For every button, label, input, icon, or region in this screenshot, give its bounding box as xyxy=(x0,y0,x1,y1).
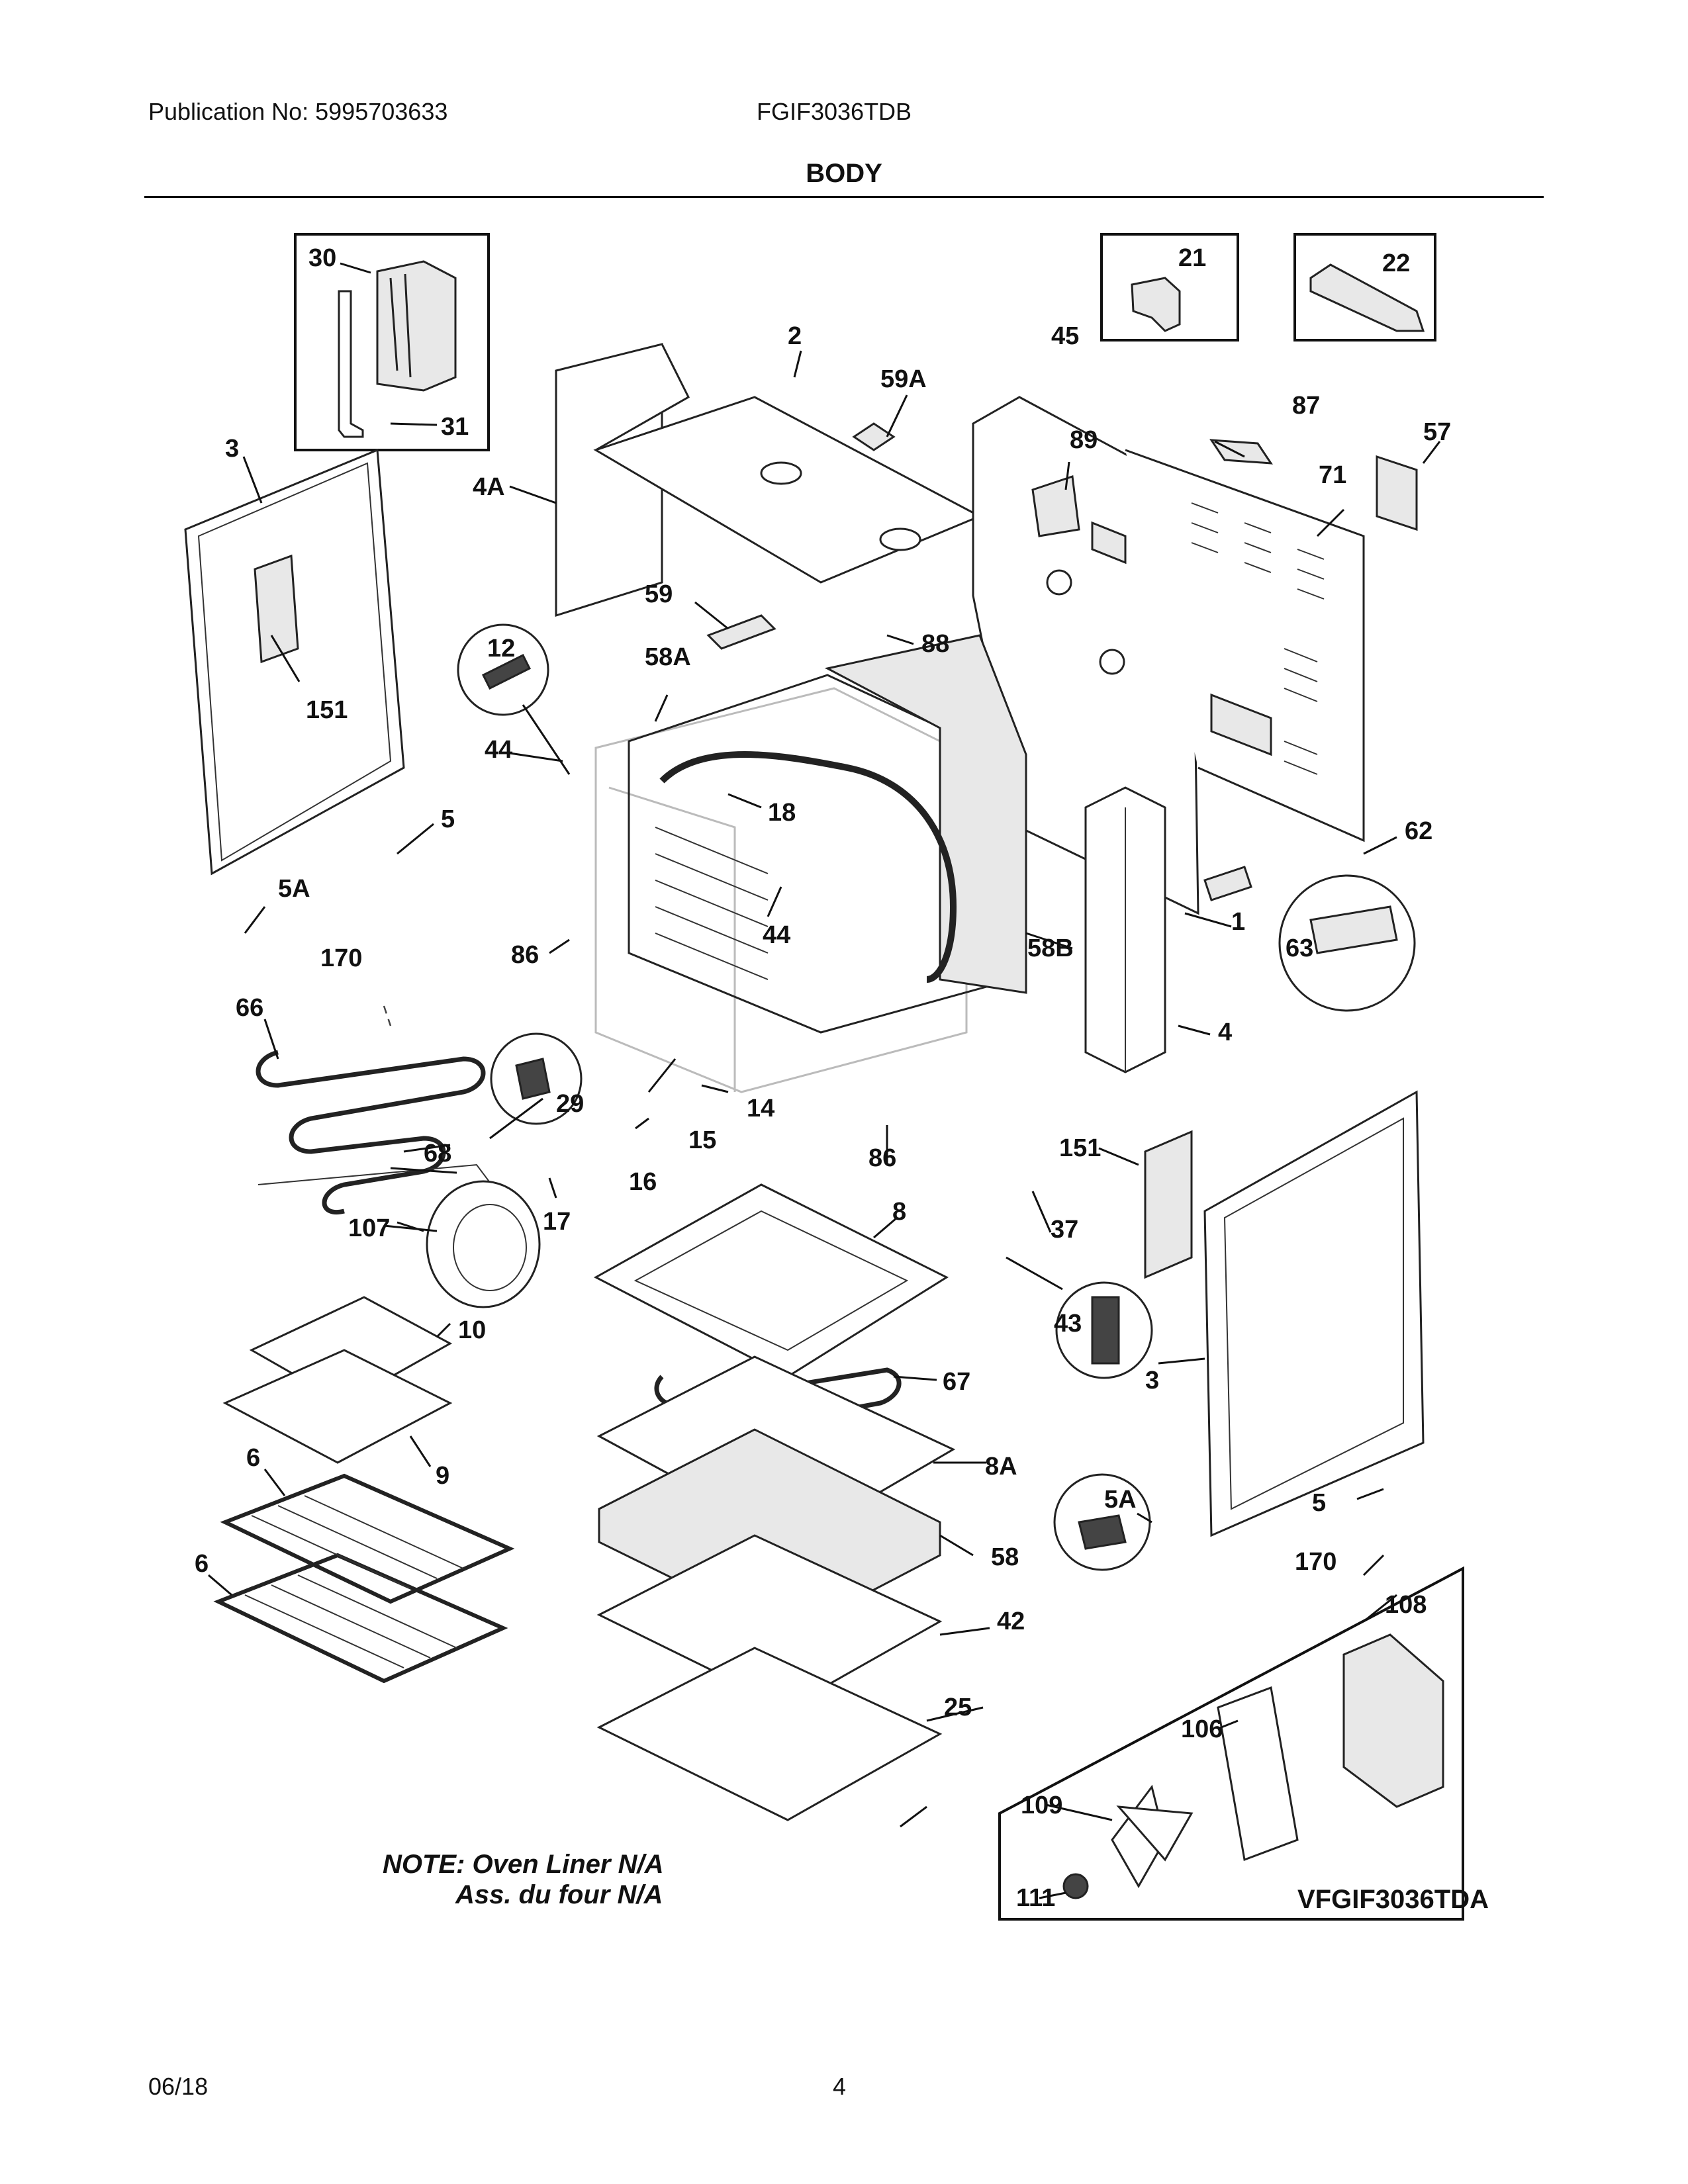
part-label: 66 xyxy=(236,994,263,1022)
part-label: 4A xyxy=(473,473,505,501)
part-label: 45 xyxy=(1051,322,1079,350)
page-number: 4 xyxy=(833,2073,847,2100)
part-label: 43 xyxy=(1054,1310,1082,1338)
part-label: 25 xyxy=(944,1694,972,1721)
part-label: 111 xyxy=(1016,1884,1055,1912)
part-label: 8 xyxy=(892,1198,906,1226)
part-label: 6 xyxy=(195,1550,209,1578)
part-label: 89 xyxy=(1070,426,1098,454)
inset-30-31 xyxy=(294,233,490,451)
oven-floor-stack xyxy=(593,1183,956,1821)
callout-62-63 xyxy=(1203,866,1416,1012)
part-label: 62 xyxy=(1405,817,1432,845)
callout-29 xyxy=(490,1032,583,1125)
part-label: 37 xyxy=(1051,1216,1078,1244)
part-label: 108 xyxy=(1385,1591,1427,1619)
part-label: 9 xyxy=(436,1462,449,1490)
part-label: 106 xyxy=(1181,1715,1223,1743)
part-label: 107 xyxy=(348,1214,390,1242)
part-label: 10 xyxy=(458,1316,486,1344)
part-label: 5A xyxy=(1104,1486,1137,1514)
right-side-trim xyxy=(1084,786,1166,1073)
inset-22 xyxy=(1293,233,1436,341)
header-rule xyxy=(144,196,1544,198)
page-title: BODY xyxy=(806,159,882,188)
part-label: 86 xyxy=(868,1144,896,1172)
part-label: 29 xyxy=(556,1090,584,1118)
part-label: 3 xyxy=(1145,1367,1159,1394)
part-label: 151 xyxy=(306,696,348,724)
part-label: 86 xyxy=(511,941,539,969)
part-label: 170 xyxy=(1295,1548,1336,1576)
part-label: 170 xyxy=(320,944,362,972)
part-label: 30 xyxy=(308,244,336,272)
part-label: 2 xyxy=(788,322,802,350)
part-label: 5 xyxy=(1312,1489,1326,1517)
part-label: 16 xyxy=(629,1168,657,1196)
part-label: 68 xyxy=(424,1140,451,1167)
part-label: 44 xyxy=(485,736,512,764)
part-label: 8A xyxy=(985,1453,1017,1480)
note-line-1: NOTE: Oven Liner N/A xyxy=(383,1850,664,1879)
part-label: 15 xyxy=(688,1126,716,1154)
part-label: 6 xyxy=(246,1444,260,1472)
part-labels: 30 31 3 4A 2 59A 21 22 45 87 89 57 71 59… xyxy=(195,244,1451,1912)
part-label: 3 xyxy=(225,435,239,463)
part-label: 63 xyxy=(1286,934,1313,962)
broil-element xyxy=(256,1005,497,1215)
oven-racks xyxy=(213,1473,515,1684)
part-label: 1 xyxy=(1231,908,1245,936)
part-label: 14 xyxy=(747,1095,774,1122)
oven-cavity xyxy=(594,634,1027,1093)
part-label: 58B xyxy=(1027,934,1074,962)
part-label: 88 xyxy=(921,630,949,658)
convection-cover xyxy=(426,1180,541,1308)
part-label: 58 xyxy=(991,1543,1019,1571)
part-label: 67 xyxy=(943,1368,970,1396)
small-parts-top-right xyxy=(1031,439,1418,537)
note-line-2: Ass. du four N/A xyxy=(455,1880,663,1909)
part-label: 17 xyxy=(543,1208,571,1236)
part-label: 12 xyxy=(487,635,515,662)
callout-12 xyxy=(457,623,549,716)
part-label: 31 xyxy=(441,413,469,441)
part-label: 87 xyxy=(1292,392,1320,420)
left-door-panel xyxy=(184,448,405,876)
back-wall xyxy=(972,396,1365,915)
callout-5A-right xyxy=(1053,1473,1151,1571)
part-label: 4 xyxy=(1218,1019,1232,1046)
part-label: 59 xyxy=(645,580,673,608)
part-label: 44 xyxy=(763,921,790,949)
inset-convection-fan xyxy=(998,1566,1464,1921)
part-label: 5A xyxy=(278,875,310,903)
callout-43 xyxy=(1055,1281,1153,1379)
broil-pan xyxy=(222,1296,453,1464)
part-label: 42 xyxy=(997,1608,1025,1635)
leader-lines xyxy=(208,262,1441,1899)
footer-date: 06/18 xyxy=(148,2073,209,2100)
part-label: 71 xyxy=(1319,461,1346,489)
part-label: 22 xyxy=(1382,250,1410,277)
part-label: 59A xyxy=(880,365,927,393)
part-label: 109 xyxy=(1021,1792,1062,1819)
part-label: 5 xyxy=(441,805,455,833)
top-panel xyxy=(555,343,982,650)
part-label: 18 xyxy=(768,799,796,827)
part-label: 57 xyxy=(1423,418,1451,446)
publication-number: Publication No: 5995703633 xyxy=(148,98,448,125)
model-number: FGIF3036TDB xyxy=(757,98,912,125)
variant-label: VFGIF3036TDA xyxy=(1297,1885,1489,1914)
inset-21 xyxy=(1100,233,1239,341)
part-label: 21 xyxy=(1178,244,1206,272)
right-door-panel xyxy=(1144,1090,1425,1537)
part-label: 58A xyxy=(645,643,691,671)
part-label: 151 xyxy=(1059,1134,1101,1162)
